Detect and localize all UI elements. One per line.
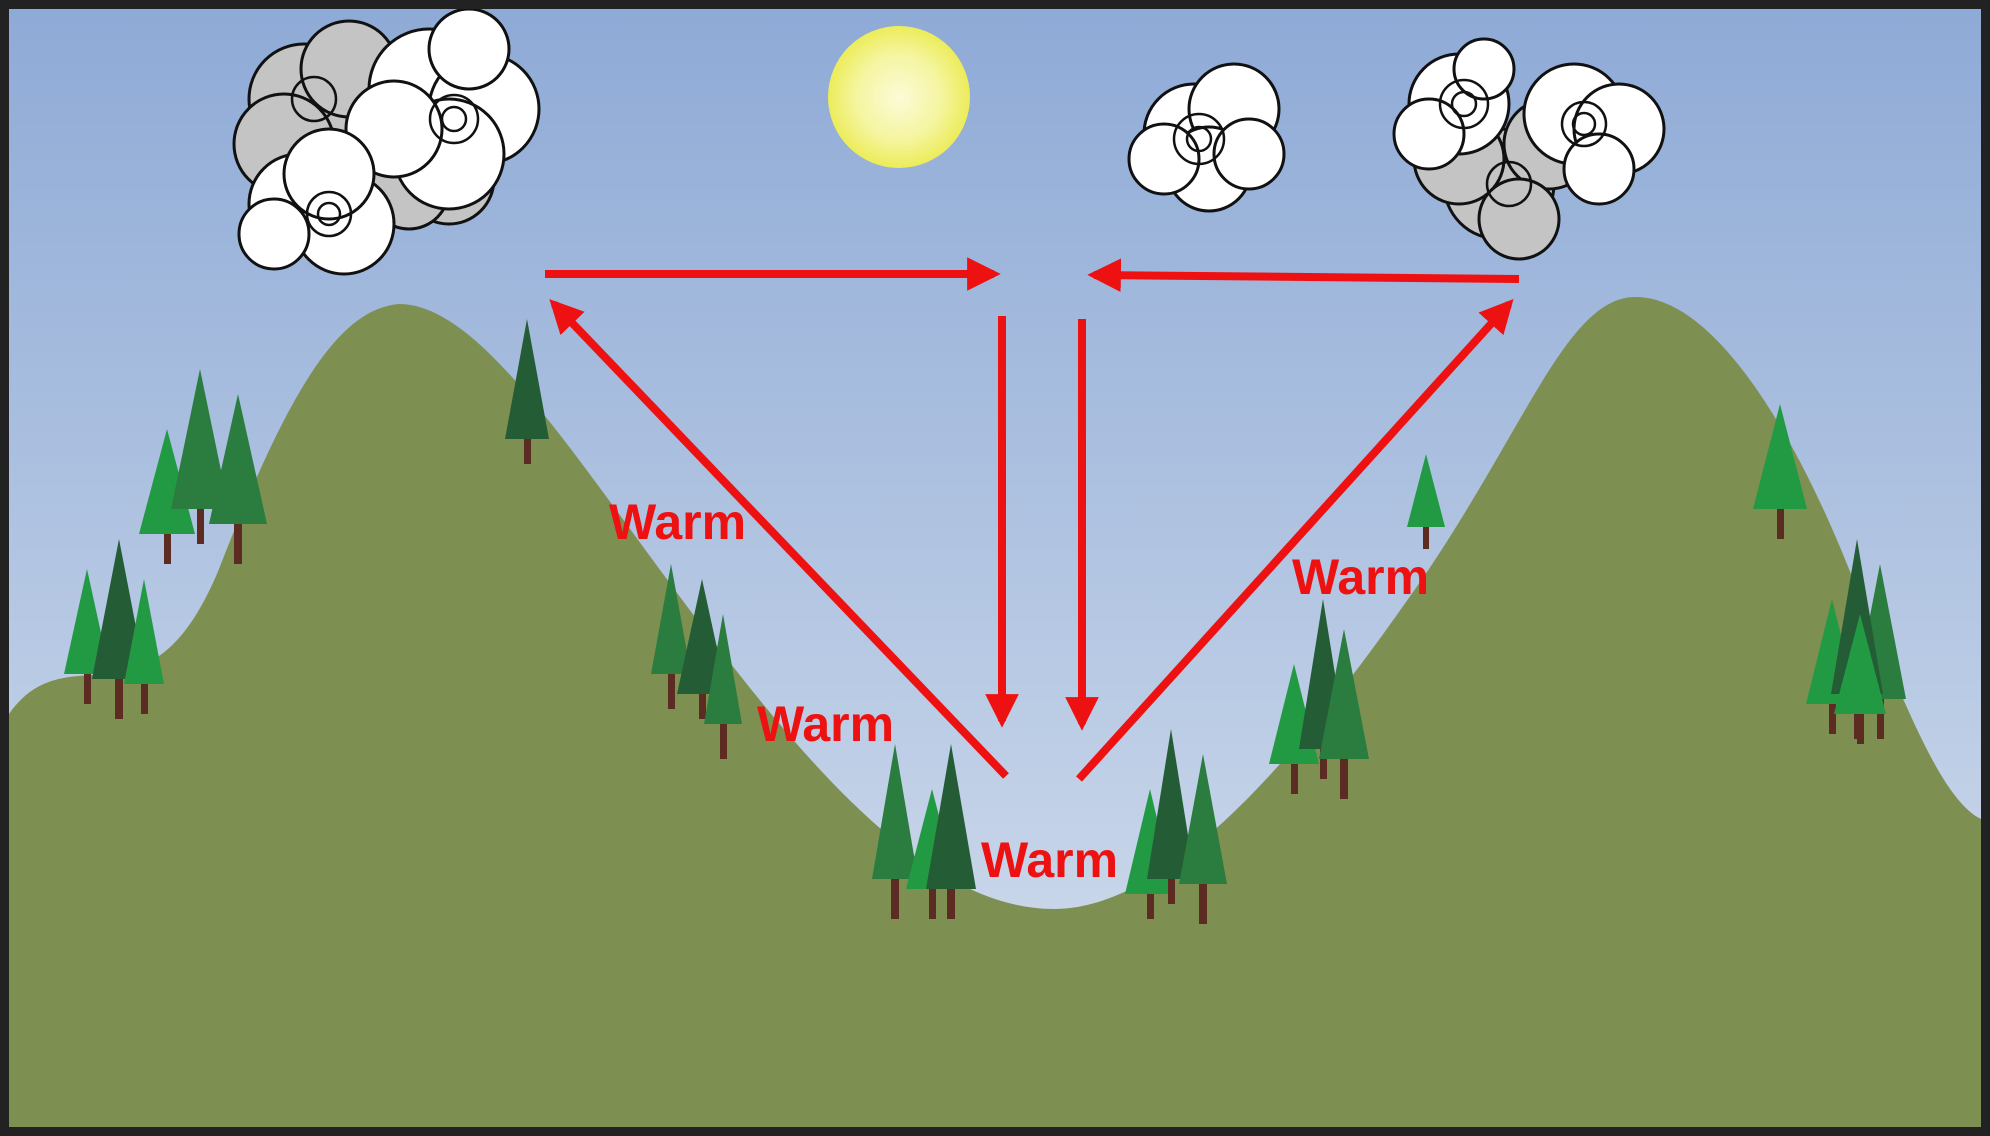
warm-label-right: Warm xyxy=(1292,549,1429,605)
tree xyxy=(171,369,229,544)
tree xyxy=(872,744,918,919)
tree xyxy=(704,614,742,759)
cloud-cluster-left xyxy=(232,9,541,276)
warm-label-valley: Warm xyxy=(981,832,1118,888)
sun xyxy=(828,26,970,168)
arrow-upslope-right xyxy=(1076,299,1514,782)
tree xyxy=(926,744,976,919)
tree xyxy=(1319,629,1369,799)
scene-svg: Warm Warm Warm Warm xyxy=(9,9,1981,1127)
cloud-cluster-right xyxy=(1392,37,1666,261)
tree xyxy=(1179,754,1227,924)
arrow-top-right-inward xyxy=(1087,258,1520,293)
warm-label-lower-left: Warm xyxy=(757,696,894,752)
arrow-upslope-left xyxy=(549,299,1009,779)
tree xyxy=(1834,614,1886,744)
tree xyxy=(1407,454,1445,549)
cloud-middle-right xyxy=(1127,62,1286,213)
tree xyxy=(651,564,691,709)
tree xyxy=(124,579,164,714)
trees xyxy=(64,319,1906,924)
tree xyxy=(505,319,549,464)
hills xyxy=(9,296,1981,1127)
tree xyxy=(1147,729,1195,904)
air-flow-arrows xyxy=(545,257,1520,782)
tree xyxy=(1753,404,1807,539)
tree xyxy=(209,394,267,564)
warm-label-upper-left: Warm xyxy=(609,494,746,550)
